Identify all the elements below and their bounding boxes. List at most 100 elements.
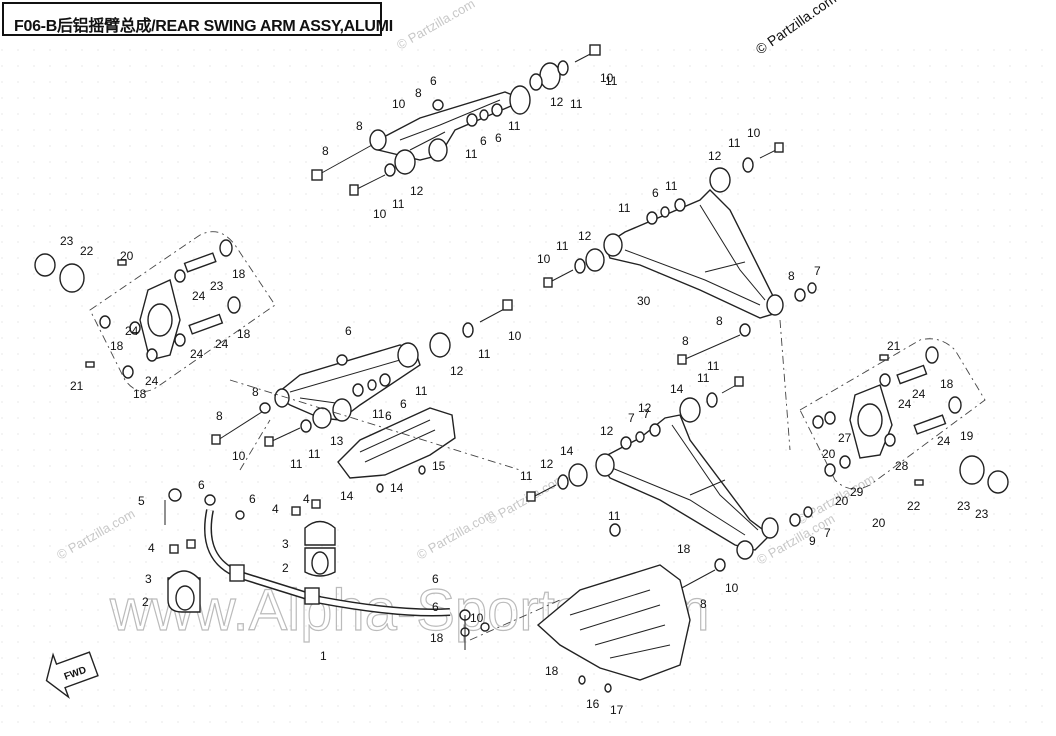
callout: 30 (637, 294, 651, 308)
callout: 24 (145, 374, 159, 388)
callout: 24 (215, 337, 229, 351)
callout: 24 (898, 397, 912, 411)
callout: 20 (872, 516, 886, 530)
skid-plate-15 (536, 564, 691, 693)
callout: 10 (373, 207, 387, 221)
callout: 4 (272, 502, 279, 516)
callout: 18 (545, 664, 559, 678)
fwd-arrow-icon: FWD (45, 651, 99, 700)
callout: 22 (80, 244, 94, 258)
callout: 4 (148, 541, 155, 555)
callout: 14 (560, 444, 574, 458)
callout: 4 (303, 492, 310, 506)
callout: 12 (708, 149, 722, 163)
callout: 6 (652, 186, 659, 200)
callout: 18 (232, 267, 246, 281)
callout: 11 (508, 119, 521, 133)
callout: 18 (110, 339, 124, 353)
callout: 2 (142, 595, 149, 609)
callout: 10 (537, 252, 551, 266)
upper-arm-29 (369, 85, 531, 162)
assembly-lines (229, 319, 791, 641)
diagram-title: F06-B后铝摇臂总成/REAR SWING ARM ASSY,ALUMI (14, 18, 393, 35)
callout-labels: 1 2 2 3 3 4 4 4 5 6 6 6 6 6 6 6 6 6 6 6 … (60, 71, 989, 717)
callout: 11 (697, 371, 710, 385)
callout: 18 (940, 377, 954, 391)
callout: 17 (610, 703, 624, 717)
stabilizer-clamps (167, 499, 336, 613)
callout: 7 (824, 526, 831, 540)
callout: 13 (330, 434, 344, 448)
callout: 2 (282, 561, 289, 575)
callout: 11 (556, 239, 569, 253)
callout: 23 (957, 499, 971, 513)
callout: 18 (133, 387, 147, 401)
callout: 8 (682, 334, 689, 348)
callout: 8 (415, 86, 422, 100)
callout: 12 (600, 424, 614, 438)
callout: 20 (835, 494, 849, 508)
callout: 3 (282, 537, 289, 551)
knuckle-group-30 (34, 231, 276, 392)
callout: 14 (340, 489, 354, 503)
callout: 14 (390, 481, 404, 495)
callout: 24 (937, 434, 951, 448)
callout: 27 (838, 431, 852, 445)
callout: 8 (252, 385, 259, 399)
callout: 6 (249, 492, 256, 506)
callout: 11 (608, 509, 621, 523)
callout: 9 (809, 534, 816, 548)
callout: 12 (638, 401, 652, 415)
callout: 24 (190, 347, 204, 361)
callout: 14 (670, 382, 684, 396)
callout: 12 (550, 95, 564, 109)
callout: 23 (975, 507, 989, 521)
callout: 8 (788, 269, 795, 283)
callout: 6 (385, 409, 392, 423)
callout: 18 (430, 631, 444, 645)
callout: 23 (210, 279, 224, 293)
callout: 10 (470, 611, 484, 625)
callout: 11 (618, 201, 631, 215)
knuckle-group-19 (799, 338, 1009, 494)
callout: 1 (320, 649, 327, 663)
callout: 7 (814, 264, 821, 278)
callout: 8 (216, 409, 223, 423)
callout: 12 (578, 229, 592, 243)
callout: 10 (508, 329, 522, 343)
callout: 12 (410, 184, 424, 198)
callout: 10 (725, 581, 739, 595)
callout: 20 (822, 447, 836, 461)
callout: 11 (392, 197, 405, 211)
callout: 6 (345, 324, 352, 338)
callout: 21 (887, 339, 901, 353)
callout: 24 (125, 324, 139, 338)
callout: 11 (520, 469, 533, 483)
callout: 16 (586, 697, 600, 711)
callout: 11 (308, 447, 321, 461)
callout: 10 (747, 126, 761, 140)
callout: 20 (120, 249, 134, 263)
callout: 11 (707, 359, 720, 373)
arm27-hardware (543, 142, 817, 365)
callout: 28 (895, 459, 909, 473)
stabilizer-bar-1 (164, 488, 490, 650)
callout: 6 (432, 572, 439, 586)
callout: 11 (465, 147, 478, 161)
callout: 8 (716, 314, 723, 328)
callout: 11 (665, 179, 678, 193)
callout: 6 (430, 74, 437, 88)
callout: 8 (322, 144, 329, 158)
callout: 24 (192, 289, 206, 303)
callout: 11 (415, 384, 428, 398)
callout: 6 (432, 600, 439, 614)
title-box: F06-B后铝摇臂总成/REAR SWING ARM ASSY,ALUMI (2, 2, 393, 36)
callout: 12 (450, 364, 464, 378)
callout: 19 (960, 429, 974, 443)
callout: 10 (232, 449, 246, 463)
callout: 15 (432, 459, 446, 473)
callout: 6 (495, 131, 502, 145)
callout: 3 (145, 572, 152, 586)
skid-plate-13 (337, 407, 456, 493)
